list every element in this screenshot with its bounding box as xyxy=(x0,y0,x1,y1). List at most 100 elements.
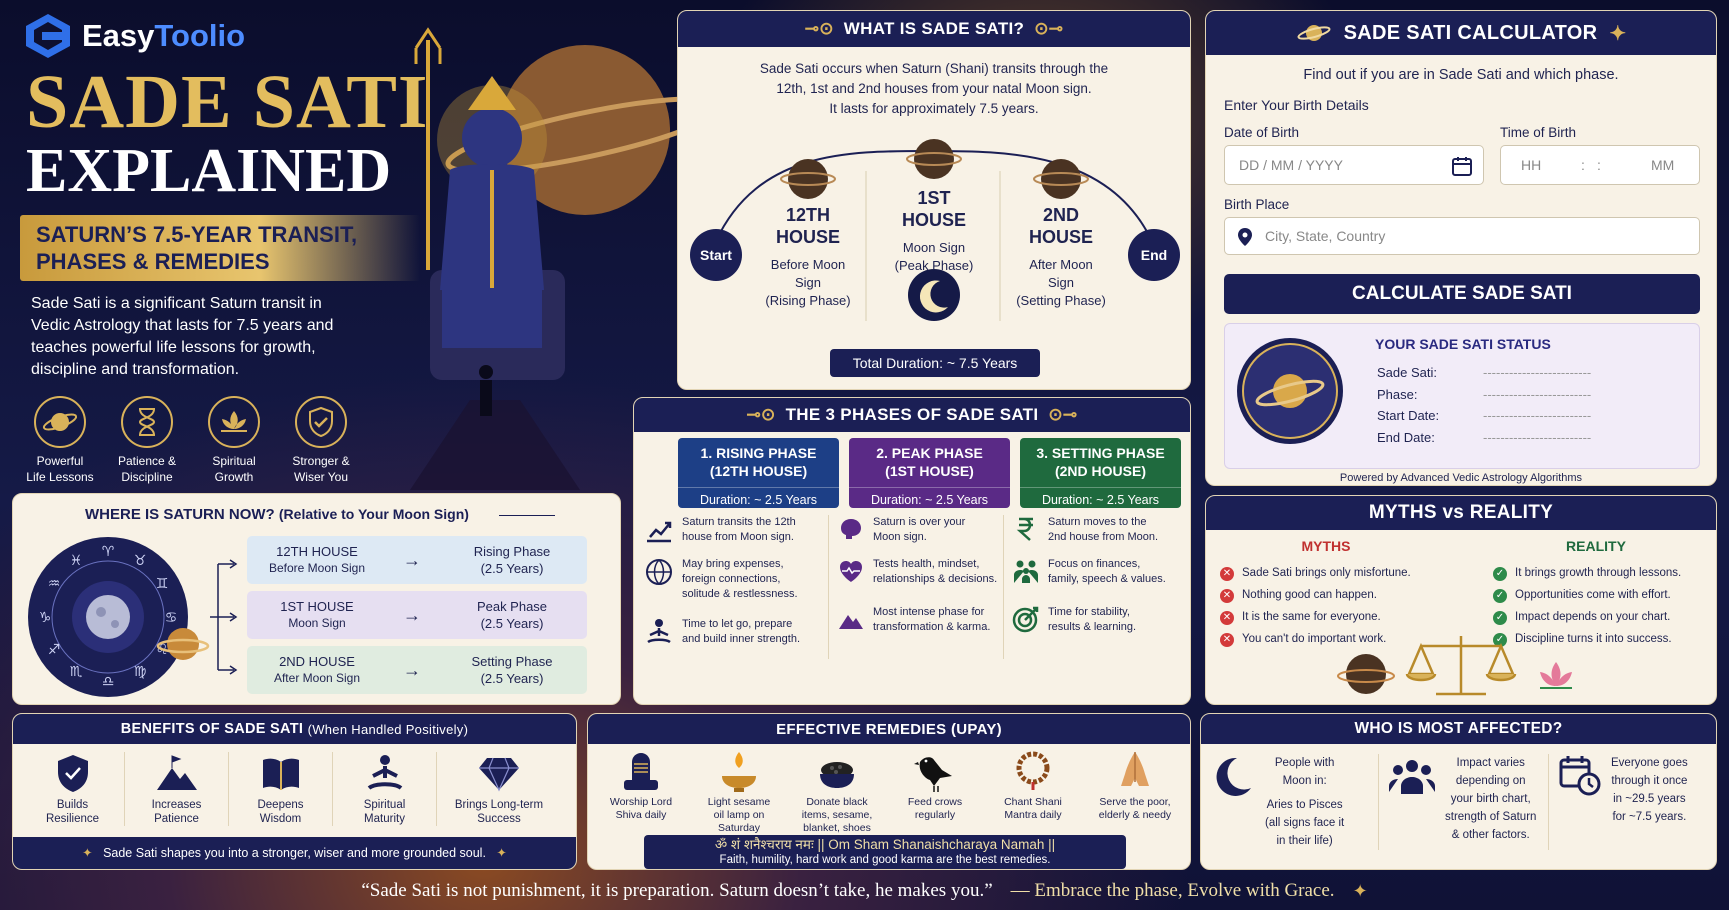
hero-title-1: SADE SATI xyxy=(26,60,429,144)
what-is-header: ⊸⊙WHAT IS SADE SATI?⊙⊸ xyxy=(678,11,1190,47)
sparkle-icon: ✦ xyxy=(1609,22,1627,45)
phase-header-setting: 3. SETTING PHASE(2ND HOUSE) Duration: ~ … xyxy=(1020,438,1181,508)
branch-connector xyxy=(210,559,238,675)
check-icon: ✓ xyxy=(1493,611,1507,625)
dob-label: Date of Birth xyxy=(1224,125,1300,140)
balance-illustration xyxy=(1337,636,1572,696)
svg-text:♏: ♏ xyxy=(70,664,83,680)
scales-icon xyxy=(1405,636,1517,696)
saturn-badge-icon xyxy=(1237,338,1343,444)
hero-subtitle-1: SATURN’S 7.5-YEAR TRANSIT, xyxy=(36,222,358,247)
mantra-banner: ॐ शं शनैश्चराय नमः || Om Sham Shanaishch… xyxy=(644,835,1126,869)
reality-heading: REALITY xyxy=(1566,538,1626,554)
where-title: WHERE IS SATURN NOW? (Relative to Your M… xyxy=(85,506,469,523)
x-icon: ✕ xyxy=(1220,633,1234,647)
ornament-icon: ⊸⊙ xyxy=(804,19,834,38)
brand-logo[interactable]: EasyToolio xyxy=(22,12,245,60)
total-duration-badge: Total Duration: ~ 7.5 Years xyxy=(830,349,1040,377)
oil-lamp-icon xyxy=(722,752,756,792)
meditation-icon xyxy=(367,755,402,790)
x-icon: ✕ xyxy=(1220,589,1234,603)
phases-header: ⊸⊙THE 3 PHASES OF SADE SATI⊙⊸ xyxy=(634,398,1190,432)
status-row: Phase:------------------------- xyxy=(1377,386,1592,402)
place-label: Birth Place xyxy=(1224,197,1290,212)
footer-quote: “Sade Sati is not punishment, it is prep… xyxy=(361,880,993,901)
myth-item: ✕You can't do important work. xyxy=(1220,628,1411,650)
crescent-moon-icon xyxy=(1216,757,1251,796)
arrow-right-icon: → xyxy=(403,659,421,680)
calculator-header: SADE SATI CALCULATOR ✦ xyxy=(1206,11,1716,55)
sparkle-icon: ✦ xyxy=(1352,880,1368,901)
remedy-item: Serve the poor,elderly & needy xyxy=(1082,748,1188,835)
mantra-note: Faith, humility, hard work and good karm… xyxy=(719,854,1051,866)
status-row: Sade Sati:------------------------- xyxy=(1377,365,1592,380)
check-icon: ✓ xyxy=(1493,589,1507,603)
phases-card: ⊸⊙THE 3 PHASES OF SADE SATI⊙⊸ 1. RISING … xyxy=(633,397,1191,705)
svg-text:♎: ♎ xyxy=(102,674,115,690)
brand-name: EasyToolio xyxy=(82,18,246,53)
tob-input[interactable]: HH : : MM xyxy=(1500,145,1700,185)
check-icon: ✓ xyxy=(1493,633,1507,647)
enter-details-label: Enter Your Birth Details xyxy=(1224,97,1369,113)
calculator-title: SADE SATI CALCULATOR xyxy=(1343,21,1598,44)
meditation-icon xyxy=(647,619,671,644)
reality-item: ✓It brings growth through lessons. xyxy=(1493,562,1681,584)
calendar-clock-icon xyxy=(1559,756,1601,796)
status-title: YOUR SADE SATI STATUS xyxy=(1375,336,1551,352)
crow-icon xyxy=(914,757,952,792)
myth-item: ✕It is the same for everyone. xyxy=(1220,606,1411,628)
mountain-flag-icon xyxy=(156,755,197,790)
hero-intro: Sade Sati is a significant Saturn transi… xyxy=(31,295,334,378)
svg-text:♊: ♊ xyxy=(156,576,169,592)
hero-subtitle-2: PHASES & REMEDIES xyxy=(36,249,270,274)
dob-input[interactable]: DD / MM / YYYY xyxy=(1224,145,1484,185)
family-icon xyxy=(1014,560,1038,583)
svg-text:♑: ♑ xyxy=(39,610,52,626)
calculate-button[interactable]: CALCULATE SADE SATI xyxy=(1224,274,1700,314)
lotus-icon xyxy=(1540,662,1572,689)
x-icon: ✕ xyxy=(1220,611,1234,625)
place-input[interactable]: City, State, Country xyxy=(1224,217,1700,255)
powered-by: Powered by Advanced Vedic Astrology Algo… xyxy=(1339,472,1583,484)
arrow-right-icon: → xyxy=(403,604,421,625)
myths-heading: MYTHS xyxy=(1301,538,1351,554)
phase-item: Tests health, mindset,relationships & de… xyxy=(837,557,1003,605)
calculator-card: SADE SATI CALCULATOR✦ Find out if you ar… xyxy=(1205,10,1717,486)
myths-header: MYTHS vs REALITY xyxy=(1206,496,1716,530)
arrow-right-icon: → xyxy=(403,549,421,570)
sparkle-icon: ✦ xyxy=(496,846,507,860)
status-rows: Sade Sati:------------------------- Phas… xyxy=(1377,362,1591,448)
hero-title-2: EXPLAINED xyxy=(26,137,392,205)
svg-text:♍: ♍ xyxy=(134,664,147,680)
start-marker: Start xyxy=(690,229,742,281)
saturn-icon xyxy=(167,628,199,660)
crescent-moon-icon xyxy=(908,269,960,321)
calendar-icon[interactable] xyxy=(1451,155,1473,177)
moon-icon xyxy=(86,595,130,639)
reality-item: ✓Impact depends on your chart. xyxy=(1493,606,1681,628)
rupee-icon xyxy=(1016,517,1033,541)
diamond-icon xyxy=(479,757,519,792)
divider xyxy=(499,515,555,516)
saturn-icon xyxy=(1297,25,1331,41)
end-marker: End xyxy=(1128,229,1180,281)
book-icon xyxy=(262,758,299,790)
